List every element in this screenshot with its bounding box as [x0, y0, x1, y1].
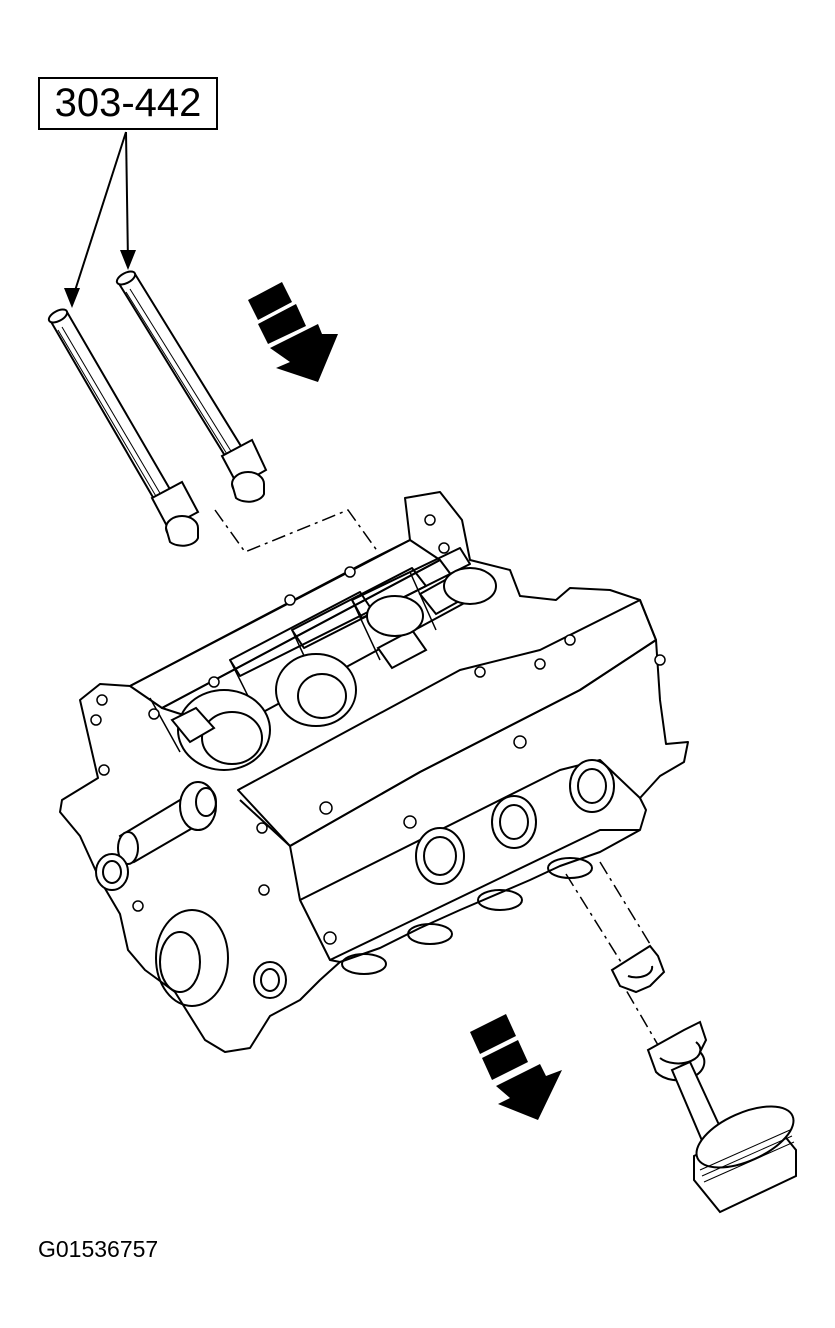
bolt-holes — [90, 514, 666, 945]
tool-number-label: 303-442 — [38, 77, 218, 130]
direction-arrow-bottom — [470, 1014, 562, 1120]
connecting-rod-assembly — [610, 944, 797, 1214]
direction-arrow-top — [248, 282, 338, 382]
crankshaft — [117, 567, 497, 865]
alignment-line-top — [214, 509, 379, 553]
tool-number-text: 303-442 — [54, 81, 202, 125]
guide-stud-left — [47, 308, 200, 547]
leader-arrows — [64, 131, 136, 308]
guide-stud-right — [115, 270, 268, 503]
figure-id-label: G01536757 — [38, 1236, 159, 1262]
cylinder-bores — [95, 759, 615, 1007]
